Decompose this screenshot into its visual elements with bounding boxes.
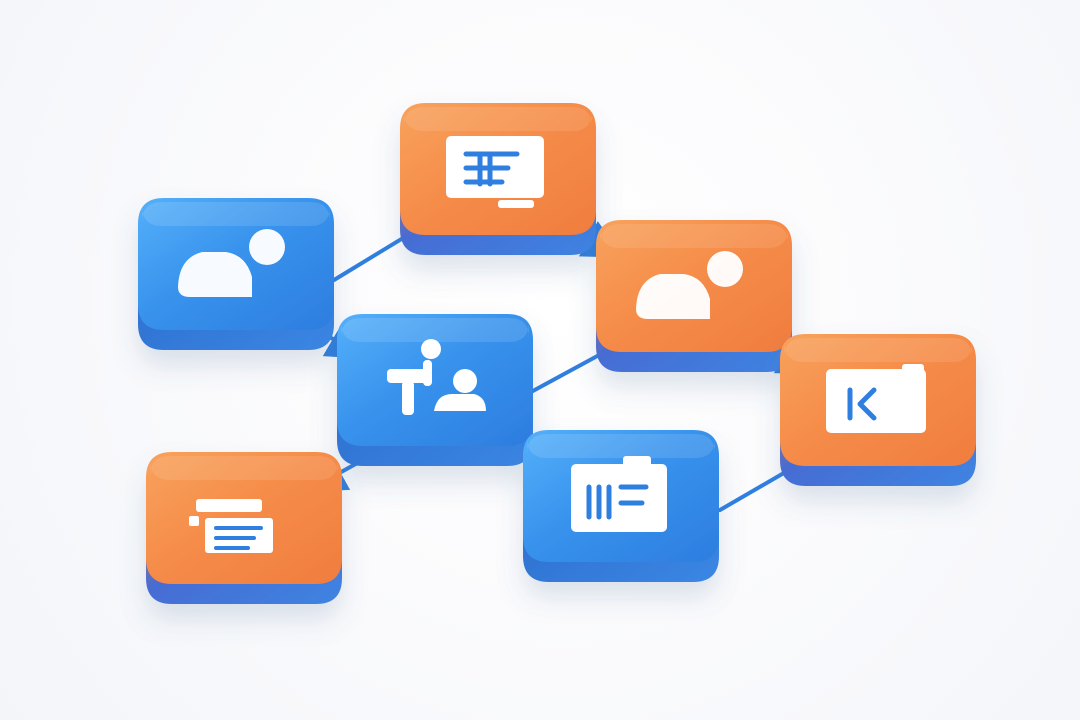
meeting-icon [387, 339, 486, 415]
clipboard-icon [571, 456, 667, 532]
node-clipboard-bottom[interactable] [523, 430, 719, 582]
list-icon [189, 499, 273, 553]
node-list-lower-left[interactable] [146, 452, 342, 604]
board-right-highlight [784, 338, 972, 362]
person-icon [636, 251, 743, 319]
node-board-right[interactable] [780, 334, 976, 486]
person-icon [178, 229, 285, 297]
person-right-highlight [600, 224, 788, 248]
user-left-highlight [142, 202, 330, 226]
meeting-center-highlight [341, 318, 529, 342]
document-top-highlight [404, 107, 592, 131]
node-user-left[interactable] [138, 198, 334, 350]
document-icon [446, 136, 544, 208]
list-lower-left-highlight [150, 456, 338, 480]
node-person-right[interactable] [596, 220, 792, 372]
board-k-icon [826, 364, 926, 433]
node-meeting-center[interactable] [337, 314, 533, 466]
clipboard-bottom-highlight [527, 434, 715, 458]
diagram-nodes [138, 103, 976, 604]
meeting-center-top [337, 314, 533, 446]
node-document-top[interactable] [400, 103, 596, 255]
